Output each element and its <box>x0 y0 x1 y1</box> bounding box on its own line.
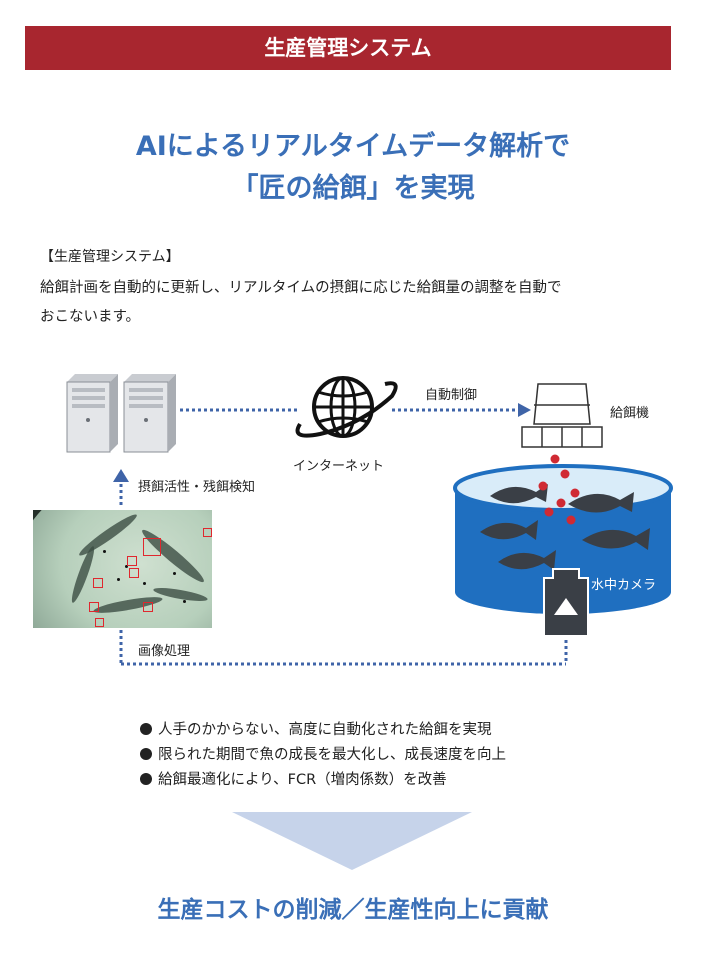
bullet-dot-icon <box>140 748 152 760</box>
title-banner: 生産管理システム <box>25 26 671 70</box>
internet-label: インターネット <box>293 459 385 474</box>
feed-pellets <box>538 454 580 525</box>
result-text: 生産コストの削減／生産性向上に貢献 <box>157 897 549 923</box>
headline-line-1: AIによるリアルタイムデータ解析で <box>135 131 571 162</box>
description-line-1: 給餌計画を自動的に更新し、リアルタイムの摂餌に応じた給餌量の調整を自動で <box>40 280 562 296</box>
bullet-item: 給餌最適化により、FCR（増肉係数）を改善 <box>140 768 447 789</box>
camera-icon <box>543 568 589 637</box>
arrow-to-feeder-icon <box>518 403 531 417</box>
arrow-to-server-icon <box>113 469 129 482</box>
server-icon <box>66 374 176 453</box>
bullet-dot-icon <box>140 723 152 735</box>
description-line-2: おこないます。 <box>40 309 141 325</box>
detection-label: 摂餌活性・残餌検知 <box>138 480 256 495</box>
headline-line-2: 「匠の給餌」を実現 <box>231 173 475 204</box>
image-processing-label: 画像処理 <box>138 644 191 659</box>
result-arrow-icon <box>232 812 472 870</box>
globe-icon <box>295 376 398 438</box>
bullet-item: 限られた期間で魚の成長を最大化し、成長速度を向上 <box>140 743 506 764</box>
banner-title: 生産管理システム <box>264 36 432 60</box>
feeder-label: 給餌機 <box>610 406 650 421</box>
underwater-camera-label: 水中カメラ <box>591 578 657 593</box>
description-heading: 【生産管理システム】 <box>40 249 180 265</box>
feeder-icon <box>521 383 603 448</box>
auto-control-label: 自動制御 <box>425 388 478 403</box>
fish-camera-photo <box>33 510 212 628</box>
bullet-item: 人手のかからない、高度に自動化された給餌を実現 <box>140 718 492 739</box>
bullet-dot-icon <box>140 773 152 785</box>
fish-icons <box>480 484 650 570</box>
